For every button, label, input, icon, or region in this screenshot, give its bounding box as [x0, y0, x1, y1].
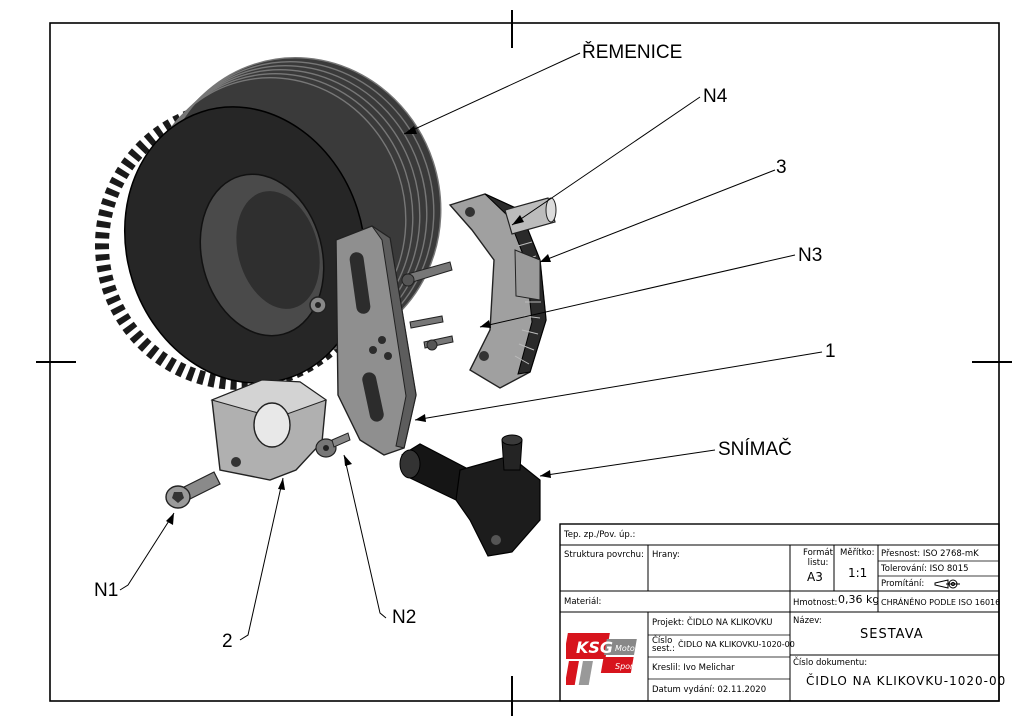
chraneno-label: CHRÁNĚNO PODLE ISO 16016: [881, 598, 1001, 607]
callout-3: 3: [776, 157, 787, 178]
promitani-label: Promítání:: [881, 579, 925, 589]
meritko-value: 1:1: [848, 566, 868, 580]
title-block: Tep. zp./Pov. úp.: Struktura povrchu: Hr…: [560, 524, 1005, 701]
format-value: A3: [807, 570, 823, 584]
leader-arrowheads: [166, 126, 551, 525]
logo-bottom-text: Sport: [615, 662, 637, 671]
tolerovani-label: Tolerování: ISO 8015: [881, 564, 969, 574]
projekt-label: Projekt: ČIDLO NA KLIKOVKU: [652, 618, 773, 628]
cislo-dok-label: Číslo dokumentu:: [793, 658, 868, 668]
callout-n4: N4: [703, 86, 728, 107]
nazev-value: SESTAVA: [860, 627, 924, 642]
material-label: Materiál:: [564, 597, 602, 607]
callout-1: 1: [825, 341, 836, 362]
cislo-dok-value: ČIDLO NA KLIKOVKU-1020-00: [806, 674, 1007, 688]
projection-symbol-icon: [934, 579, 960, 589]
logo-top-text: Motor: [615, 644, 639, 653]
screw-part-n1: [165, 471, 221, 509]
cislo-sest-value: ČIDLO NA KLIKOVKU-1020-00: [678, 640, 795, 649]
pulley-part: [95, 57, 442, 390]
format-label: Formát listu:: [803, 548, 833, 568]
nazev-label: Název:: [793, 616, 822, 626]
callout-n2: N2: [392, 607, 417, 628]
bracket-part-1: [335, 225, 417, 456]
callout-snimac: SNÍMAČ: [718, 439, 792, 460]
title-block-grid: [559, 523, 1000, 702]
ksg-motorsport-logo: KSG Motor Sport: [566, 633, 639, 685]
hmotnost-value: 0,36 kg: [838, 593, 880, 606]
leader-lines: [119, 52, 823, 641]
logo-main-text: KSG: [576, 638, 613, 657]
callout-n3: N3: [798, 245, 823, 266]
hmotnost-label: Hmotnost:: [793, 598, 838, 608]
datum-label: Datum vydání: 02.11.2020: [652, 685, 767, 695]
callout-n1: N1: [94, 580, 119, 601]
presnost-label: Přesnost: ISO 2768-mK: [881, 549, 979, 559]
tep-zp-label: Tep. zp./Pov. úp.:: [564, 530, 636, 540]
callout-2: 2: [222, 631, 233, 652]
cislo-sest-label: Číslo sest.:: [652, 636, 675, 654]
screw-part-n2: [315, 432, 351, 458]
hrany-label: Hrany:: [652, 550, 680, 560]
callout-remenice: ŘEMENICE: [582, 42, 683, 63]
screw-group-upper: [401, 261, 454, 351]
struktura-label: Struktura povrchu:: [564, 550, 644, 560]
meritko-label: Měřítko:: [840, 548, 875, 558]
kreslil-label: Kreslil: Ivo Melichar: [652, 663, 735, 673]
sensor-part: [399, 434, 541, 557]
clamp-part-2: [210, 379, 328, 481]
